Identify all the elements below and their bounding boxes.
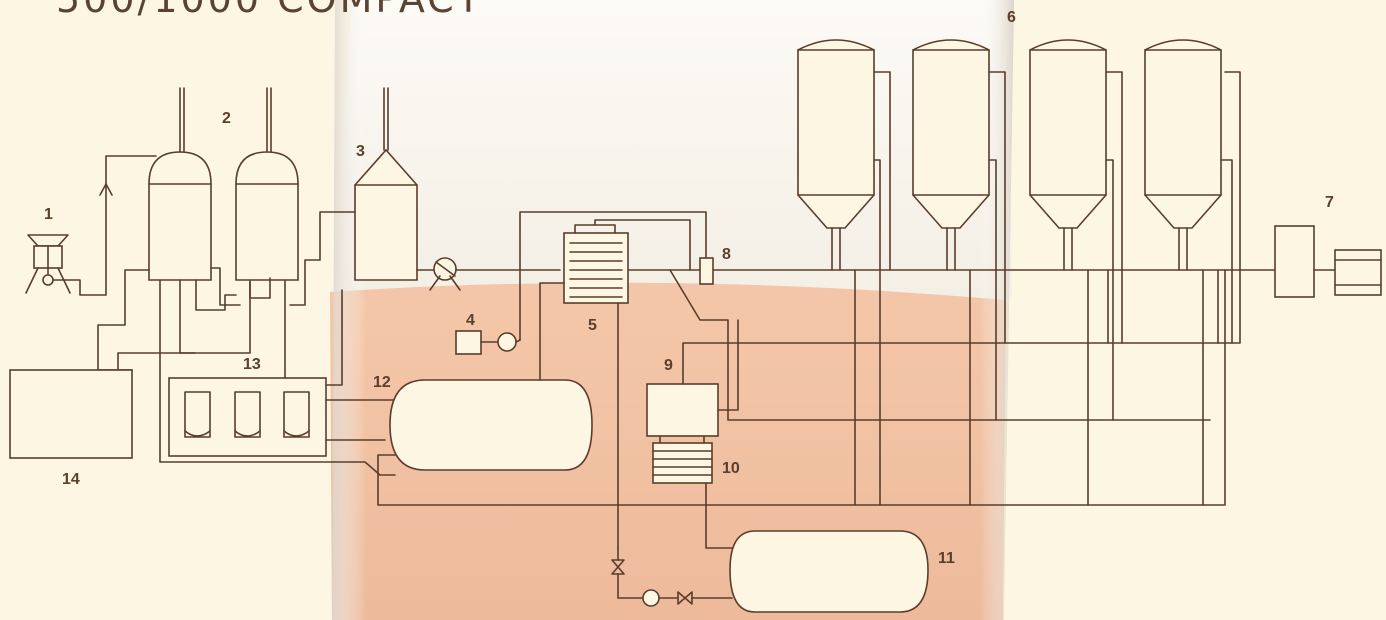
- sensor-8: [700, 258, 713, 284]
- grain-mill: [26, 156, 156, 295]
- label-2: 2: [222, 110, 231, 127]
- label-4: 4: [466, 312, 475, 329]
- label-14: 14: [62, 471, 80, 488]
- label-3: 3: [356, 143, 365, 160]
- label-8: 8: [722, 246, 731, 263]
- label-7: 7: [1325, 194, 1334, 211]
- storage-tank-11: [730, 531, 928, 612]
- label-10: 10: [722, 460, 740, 477]
- fermenter-3: [1030, 40, 1122, 420]
- control-cabinet: [10, 370, 132, 458]
- brew-kettle-2: [236, 88, 298, 280]
- label-12: 12: [373, 374, 391, 391]
- filter-unit: [1275, 226, 1314, 297]
- label-6: 6: [1007, 9, 1016, 26]
- fermenter-4: [1145, 40, 1232, 343]
- label-13: 13: [243, 356, 261, 373]
- label-11: 11: [938, 550, 955, 567]
- bottling-unit: [1314, 250, 1381, 295]
- brew-kettle-1: [149, 88, 211, 280]
- label-5: 5: [588, 317, 597, 334]
- beer-glass-background: [330, 0, 1014, 620]
- title: 500/1000 COMPACT: [56, 0, 483, 21]
- label-9: 9: [664, 357, 673, 374]
- label-1: 1: [44, 206, 53, 223]
- storage-tank-12: [390, 380, 592, 470]
